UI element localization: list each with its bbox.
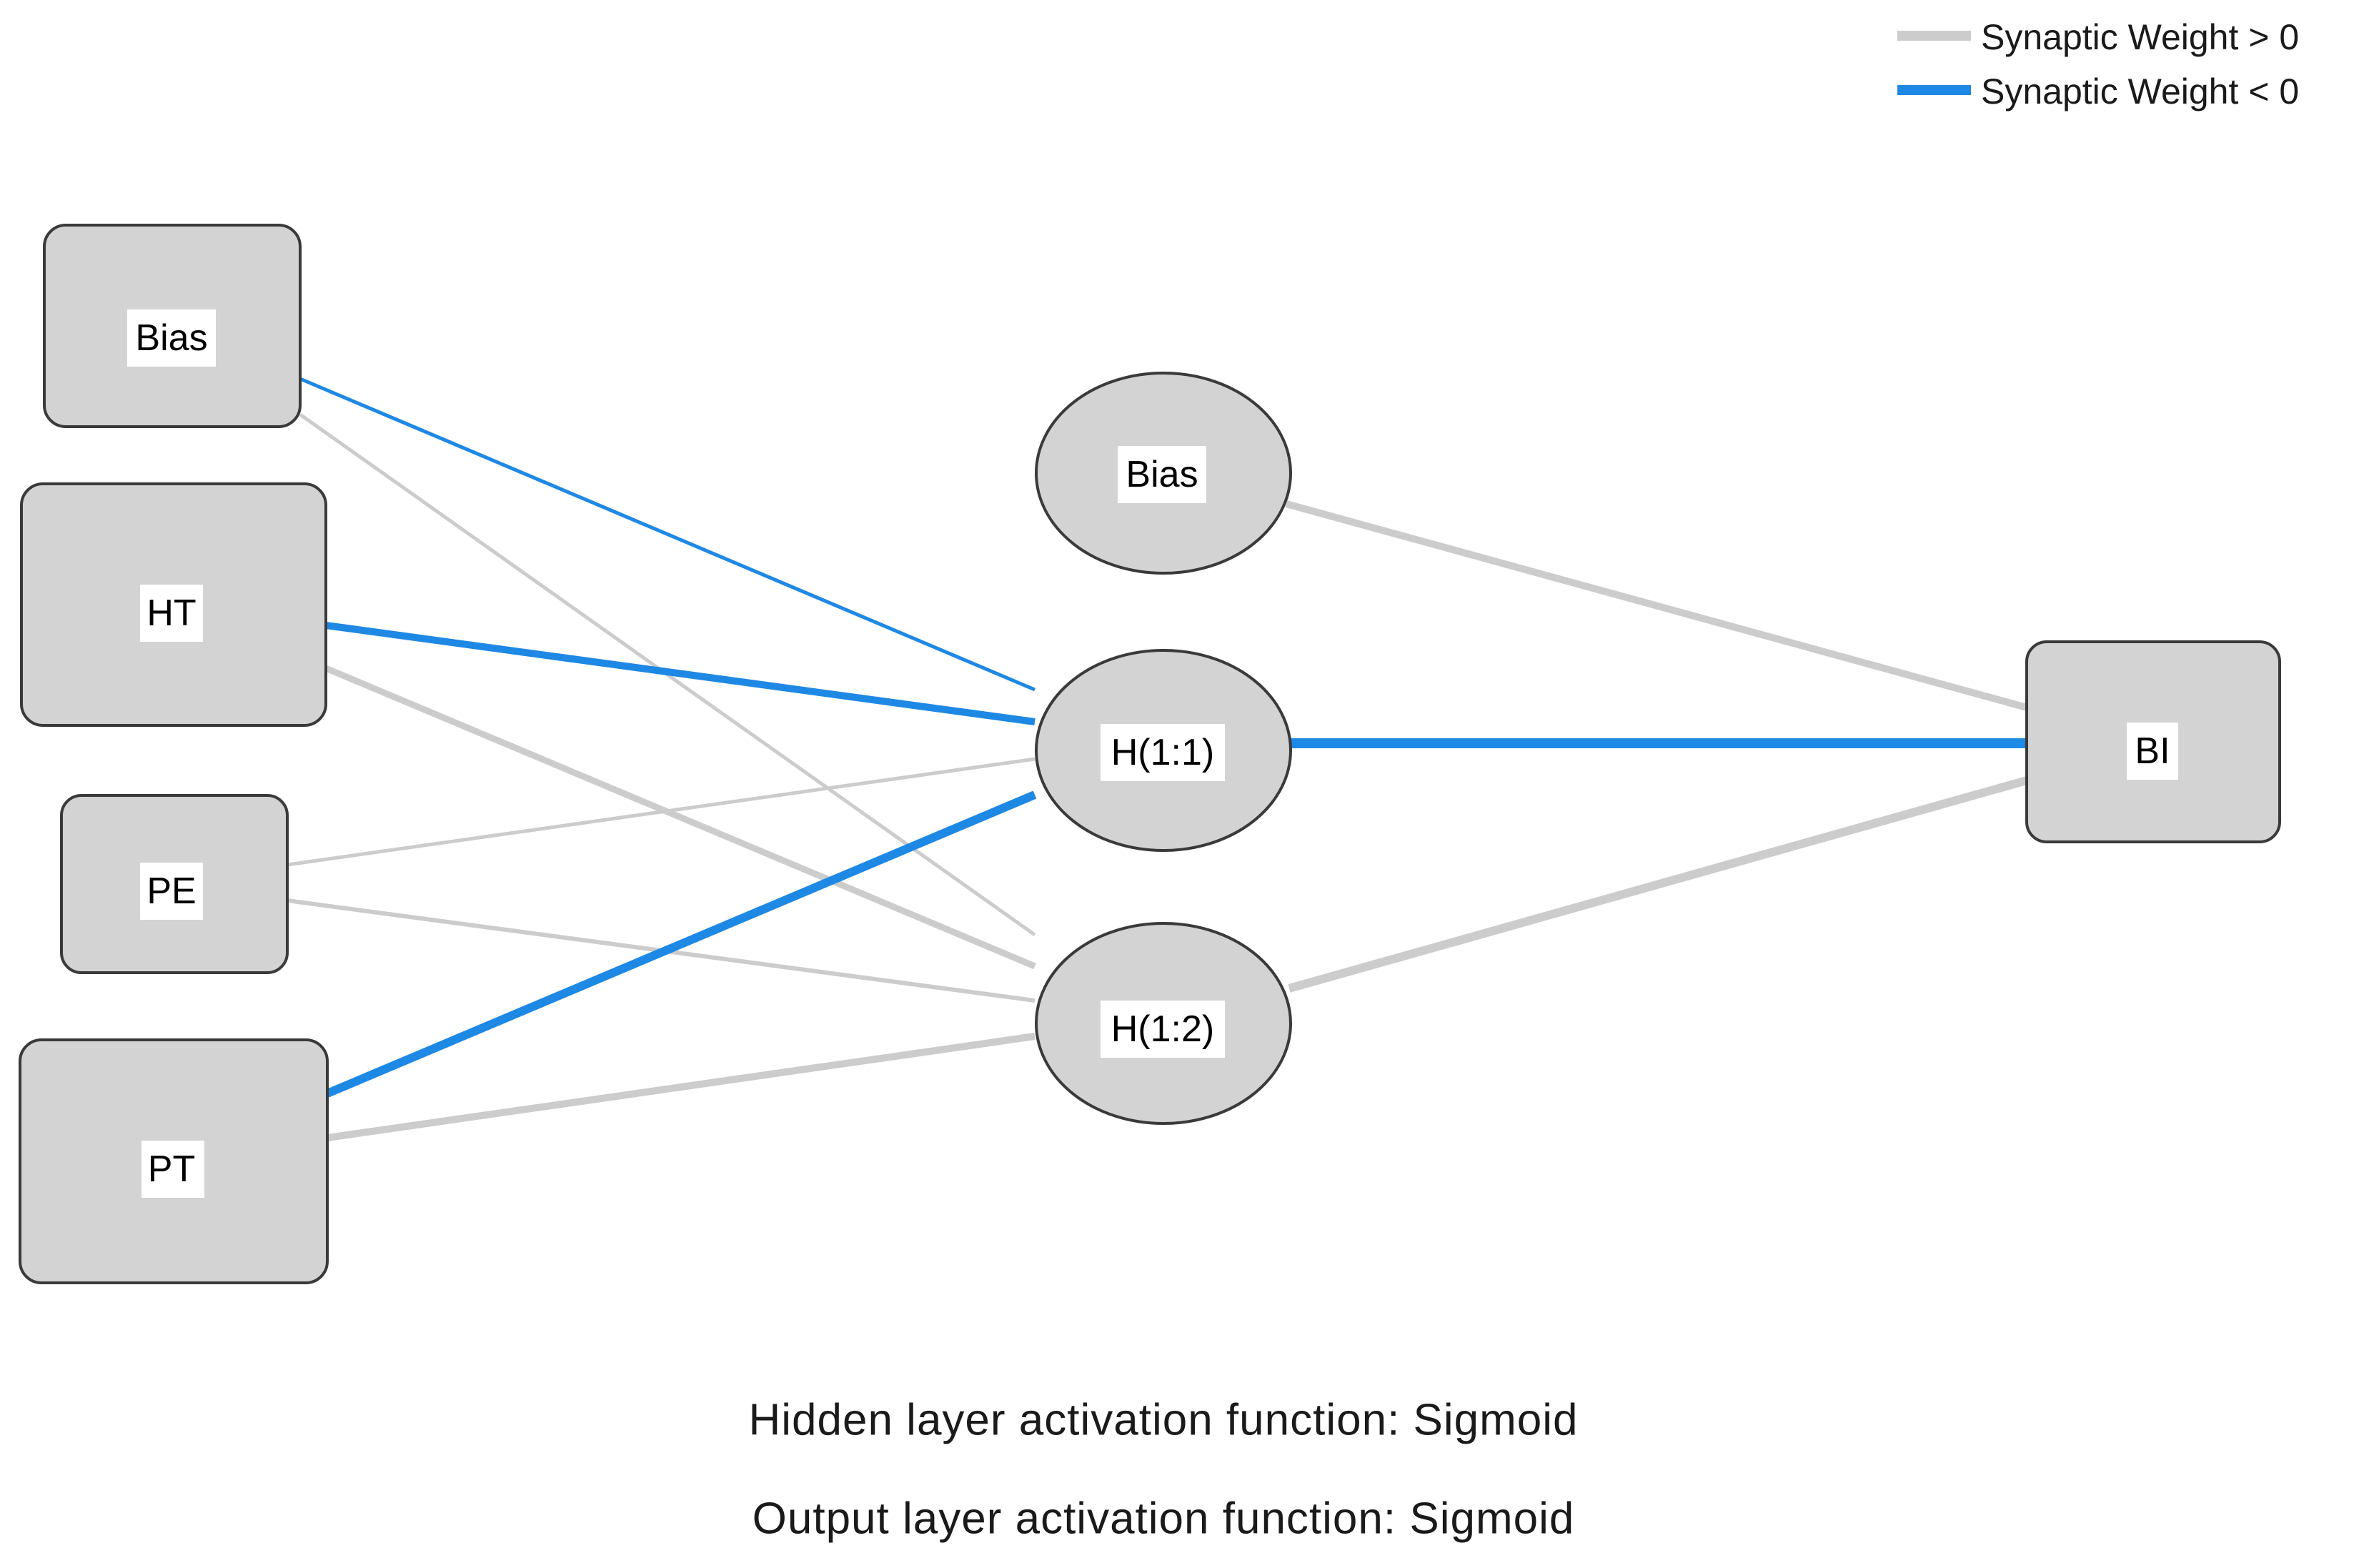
legend: Synaptic Weight > 0 Synaptic Weight < 0 — [1897, 17, 2299, 111]
activation-notes: Hidden layer activation function: Sigmoi… — [748, 1396, 1578, 1544]
input-label-pt: PT — [148, 1148, 195, 1190]
legend-positive-label: Synaptic Weight > 0 — [1981, 17, 2299, 57]
hidden-layer: Bias H(1:1) H(1:2) — [1035, 372, 1292, 1125]
input-layer: Bias HT PE PT — [19, 224, 329, 1284]
hidden-bias-label: Bias — [1126, 454, 1198, 495]
output-label-bi: BI — [2135, 730, 2170, 772]
input-bias-node: Bias — [43, 224, 302, 428]
output-layer: BI — [2025, 640, 2281, 843]
edge-h12-bi — [1288, 776, 2028, 993]
connections — [287, 377, 2028, 1141]
input-node-ht: HT — [20, 482, 327, 727]
output-activation-note: Output layer activation function: Sigmoi… — [753, 1494, 1575, 1544]
input-bias-label: Bias — [135, 317, 207, 359]
input-label-pe: PE — [146, 870, 196, 912]
input-node-pt: PT — [19, 1038, 329, 1284]
edge-input-bias-h11 — [299, 377, 1036, 692]
edge-ht-h11 — [325, 622, 1036, 725]
hidden-node-h11: H(1:1) — [1035, 649, 1292, 852]
hidden-node-h12: H(1:2) — [1035, 922, 1292, 1125]
edge-pt-h12 — [327, 1033, 1036, 1141]
hidden-activation-note: Hidden layer activation function: Sigmoi… — [748, 1396, 1578, 1445]
edge-hidden-bias-bi — [1285, 500, 2028, 711]
edge-pt-h11 — [325, 790, 1037, 1098]
legend-negative-label: Synaptic Weight < 0 — [1981, 71, 2299, 111]
edge-ht-h12 — [324, 665, 1036, 970]
hidden-label-h11: H(1:1) — [1111, 732, 1214, 773]
input-label-ht: HT — [146, 592, 196, 634]
edge-pe-h11 — [287, 757, 1036, 867]
hidden-label-h12: H(1:2) — [1111, 1008, 1214, 1050]
input-node-pe: PE — [60, 794, 289, 974]
output-node-bi: BI — [2025, 640, 2281, 843]
hidden-bias-node: Bias — [1035, 372, 1292, 575]
